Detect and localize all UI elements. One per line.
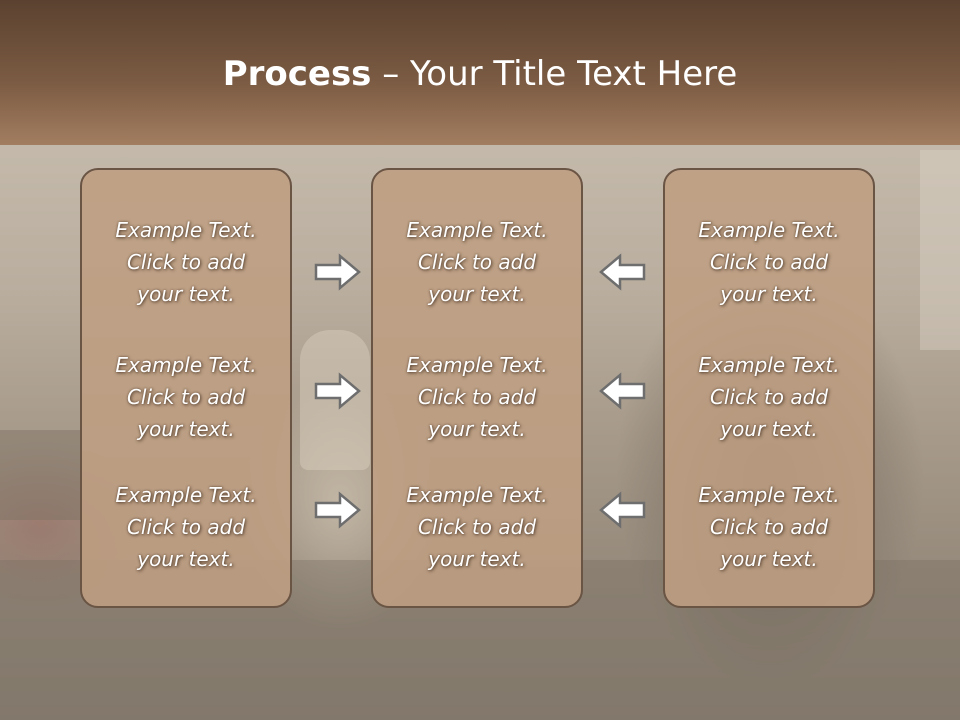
background-person [300,330,370,470]
process-box-left[interactable]: Example Text. Click to add your text. Ex… [80,168,292,608]
text-placeholder[interactable]: Example Text. Click to add your text. [82,349,290,445]
right-arrow-icon [314,253,362,291]
text-placeholder[interactable]: Example Text. Click to add your text. [373,349,581,445]
text-line: your text. [720,547,818,571]
text-placeholder[interactable]: Example Text. Click to add your text. [665,479,873,575]
background-shelf [0,430,80,520]
text-line: Example Text. [115,353,257,377]
text-line: Example Text. [406,353,548,377]
text-line: Example Text. [698,483,840,507]
text-placeholder[interactable]: Example Text. Click to add your text. [82,479,290,575]
text-line: your text. [137,547,235,571]
text-line: Example Text. [698,218,840,242]
process-box-right[interactable]: Example Text. Click to add your text. Ex… [663,168,875,608]
text-line: Click to add [126,385,246,409]
left-arrow-icon [598,372,646,410]
text-line: Example Text. [115,483,257,507]
text-line: your text. [137,417,235,441]
text-line: your text. [428,417,526,441]
text-line: Click to add [417,385,537,409]
text-placeholder[interactable]: Example Text. Click to add your text. [82,214,290,310]
text-line: your text. [720,417,818,441]
text-line: your text. [137,282,235,306]
left-arrow-icon [598,253,646,291]
text-line: Click to add [126,515,246,539]
title-bold: Process [222,54,372,94]
text-line: your text. [428,547,526,571]
slide-title[interactable]: Process – Your Title Text Here [0,52,960,96]
text-line: Click to add [709,250,829,274]
left-arrow-icon [598,491,646,529]
right-arrow-icon [314,491,362,529]
text-placeholder[interactable]: Example Text. Click to add your text. [665,349,873,445]
text-line: Example Text. [698,353,840,377]
text-line: Example Text. [406,218,548,242]
text-line: Click to add [709,385,829,409]
background-window [920,150,960,350]
text-line: Click to add [417,515,537,539]
text-line: Click to add [709,515,829,539]
right-arrow-icon [314,372,362,410]
text-line: Example Text. [115,218,257,242]
process-box-middle[interactable]: Example Text. Click to add your text. Ex… [371,168,583,608]
text-line: Example Text. [406,483,548,507]
text-placeholder[interactable]: Example Text. Click to add your text. [373,479,581,575]
text-placeholder[interactable]: Example Text. Click to add your text. [665,214,873,310]
text-placeholder[interactable]: Example Text. Click to add your text. [373,214,581,310]
text-line: Click to add [126,250,246,274]
text-line: your text. [428,282,526,306]
title-bar: Process – Your Title Text Here [0,0,960,145]
text-line: Click to add [417,250,537,274]
text-line: your text. [720,282,818,306]
title-rest: – Your Title Text Here [371,54,738,94]
